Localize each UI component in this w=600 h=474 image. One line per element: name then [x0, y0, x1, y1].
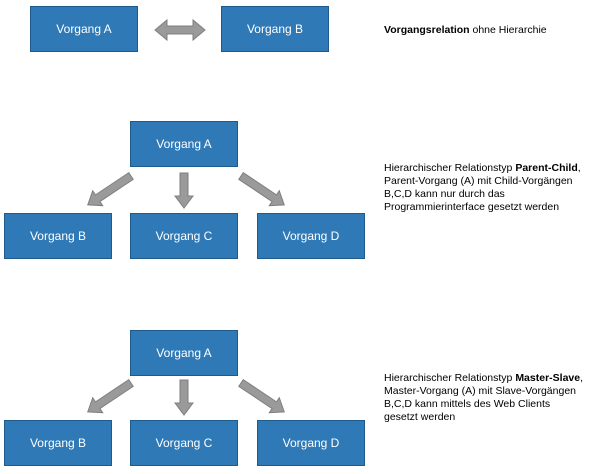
arrow-to-slave-d-icon	[238, 378, 285, 414]
parent-child-desc-line1: Hierarchischer Relationstyp Parent-Child…	[384, 162, 581, 175]
parent-child-desc-line3: B,C,D kann nur durch das	[384, 188, 505, 200]
arrow-to-child-c-icon	[174, 172, 194, 209]
child-b-label: Vorgang B	[29, 229, 87, 243]
child-vorgang-c-box: Vorgang C	[130, 213, 238, 259]
vorgang-a-box: Vorgang A	[30, 6, 138, 52]
arrow-to-slave-c-icon	[174, 379, 194, 416]
arrow-to-child-d-icon	[238, 171, 285, 207]
parent-child-intro: Hierarchischer Relationstyp	[384, 162, 516, 174]
relation-title: Vorgangsrelation	[384, 24, 470, 36]
master-slave-intro: Hierarchischer Relationstyp	[384, 372, 516, 384]
slave-vorgang-b-box: Vorgang B	[4, 420, 112, 466]
child-vorgang-b-box: Vorgang B	[4, 213, 112, 259]
relation-description: Vorgangsrelation ohne Hierarchie	[384, 24, 547, 37]
relation-subtitle: ohne Hierarchie	[469, 24, 547, 36]
vorgang-b-box: Vorgang B	[221, 6, 329, 52]
parent-child-description: Hierarchischer Relationstyp Parent-Child…	[384, 162, 581, 214]
master-slave-desc-line2: Master-Vorgang (A) mit Slave-Vorgängen	[384, 385, 577, 397]
child-d-label: Vorgang D	[282, 229, 340, 243]
parent-child-desc-line2: Parent-Vorgang (A) mit Child-Vorgängen	[384, 175, 573, 187]
slave-b-label: Vorgang B	[29, 436, 87, 450]
master-slave-description: Hierarchischer Relationstyp Master-Slave…	[384, 372, 583, 424]
slave-vorgang-d-box: Vorgang D	[257, 420, 365, 466]
double-arrow-icon	[154, 18, 206, 42]
vorgang-a-label: Vorgang A	[56, 22, 112, 36]
slave-d-label: Vorgang D	[282, 436, 340, 450]
slave-c-label: Vorgang C	[155, 436, 213, 450]
parent-child-title: Parent-Child	[515, 162, 578, 174]
parent-vorgang-a-box: Vorgang A	[130, 121, 238, 167]
master-slave-comma: ,	[580, 372, 584, 384]
master-slave-desc-line1: Hierarchischer Relationstyp Master-Slave…	[384, 372, 583, 385]
child-c-label: Vorgang C	[155, 229, 213, 243]
child-vorgang-d-box: Vorgang D	[257, 213, 365, 259]
parent-label: Vorgang A	[156, 137, 212, 151]
vorgang-b-label: Vorgang B	[246, 22, 304, 36]
parent-child-desc-line4: Programmierinterface gesetzt werden	[384, 201, 560, 213]
master-slave-title: Master-Slave	[515, 372, 581, 384]
parent-child-comma: ,	[577, 162, 581, 174]
master-slave-desc-line4: gesetzt werden	[384, 411, 456, 423]
arrow-to-child-b-icon	[87, 171, 134, 207]
master-label: Vorgang A	[156, 346, 212, 360]
master-vorgang-a-box: Vorgang A	[130, 330, 238, 376]
slave-vorgang-c-box: Vorgang C	[130, 420, 238, 466]
master-slave-desc-line3: B,C,D kann mittels des Web Clients	[384, 398, 551, 410]
arrow-to-slave-b-icon	[87, 378, 134, 414]
